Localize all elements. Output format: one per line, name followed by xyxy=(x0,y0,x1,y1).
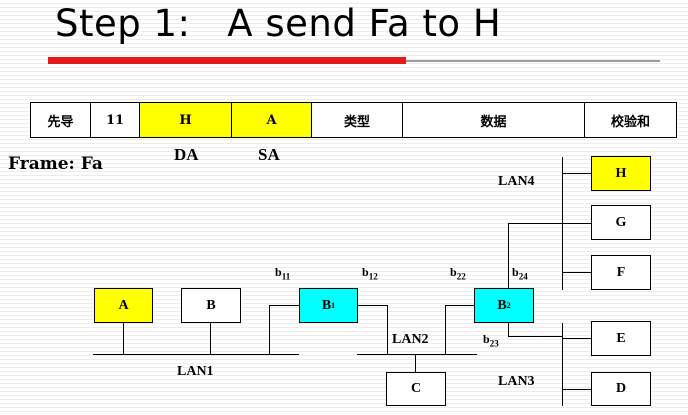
lan2-bus xyxy=(357,354,477,355)
link-g-lan4 xyxy=(562,223,592,224)
frame-fields-row: 先导 11 H A 类型 数据 校验和 xyxy=(30,102,677,138)
lan1-label: LAN1 xyxy=(177,364,214,379)
lan3-bus xyxy=(562,323,563,406)
link-c-lan2 xyxy=(415,354,416,372)
port-b22-label: b22 xyxy=(450,265,466,282)
link-b2-lan2 xyxy=(445,305,446,354)
link-a-lan1 xyxy=(123,322,124,354)
host-e: E xyxy=(591,321,651,356)
link-b1-lan1 xyxy=(269,305,270,354)
field-data: 数据 xyxy=(402,102,585,138)
host-h: H xyxy=(591,156,651,191)
lan4-label: LAN4 xyxy=(498,174,535,189)
link-b1-lan1-h xyxy=(269,305,300,306)
host-c: C xyxy=(386,372,446,406)
host-g: G xyxy=(591,205,651,240)
link-b2-lan3-h xyxy=(508,336,563,337)
host-b: B xyxy=(181,288,241,323)
title-underline-gray xyxy=(406,60,660,62)
field-preamble: 先导 xyxy=(30,102,91,138)
link-e-lan3 xyxy=(562,338,592,339)
page-title: Step 1: A send Fa to H xyxy=(55,2,502,45)
link-b2-lan4-h xyxy=(508,223,563,224)
field-type: 类型 xyxy=(311,102,403,138)
port-b12-label: b12 xyxy=(362,265,378,282)
da-label: DA xyxy=(174,145,199,164)
link-b2-lan3-v xyxy=(508,322,509,336)
link-b1-lan2-h xyxy=(357,305,388,306)
link-b2-lan2-h xyxy=(445,305,475,306)
lan2-label: LAN2 xyxy=(392,332,429,347)
title-underline-red xyxy=(48,57,406,64)
field-destination-address: H xyxy=(139,102,232,138)
port-b24-label: b24 xyxy=(512,265,528,282)
link-b-lan1 xyxy=(210,322,211,354)
host-a: A xyxy=(94,288,153,323)
link-d-lan3 xyxy=(562,389,592,390)
field-source-address: A xyxy=(231,102,312,138)
host-f: F xyxy=(591,255,651,290)
frame-format-table: 先导 11 H A 类型 数据 校验和 xyxy=(30,102,677,138)
link-f-lan4 xyxy=(562,272,592,273)
link-b2-lan4-v xyxy=(508,223,509,289)
port-b11-label: b11 xyxy=(275,265,291,282)
lan1-bus xyxy=(93,354,299,355)
sa-label: SA xyxy=(258,145,280,164)
field-checksum: 校验和 xyxy=(584,102,677,138)
host-d: D xyxy=(591,372,651,406)
frame-caption: Frame: Fa xyxy=(8,154,103,174)
link-h-lan4 xyxy=(562,173,592,174)
field-sfd: 11 xyxy=(90,102,140,138)
port-b23-label: b23 xyxy=(483,332,499,349)
link-b1-lan2 xyxy=(387,305,388,354)
lan3-label: LAN3 xyxy=(498,374,535,389)
